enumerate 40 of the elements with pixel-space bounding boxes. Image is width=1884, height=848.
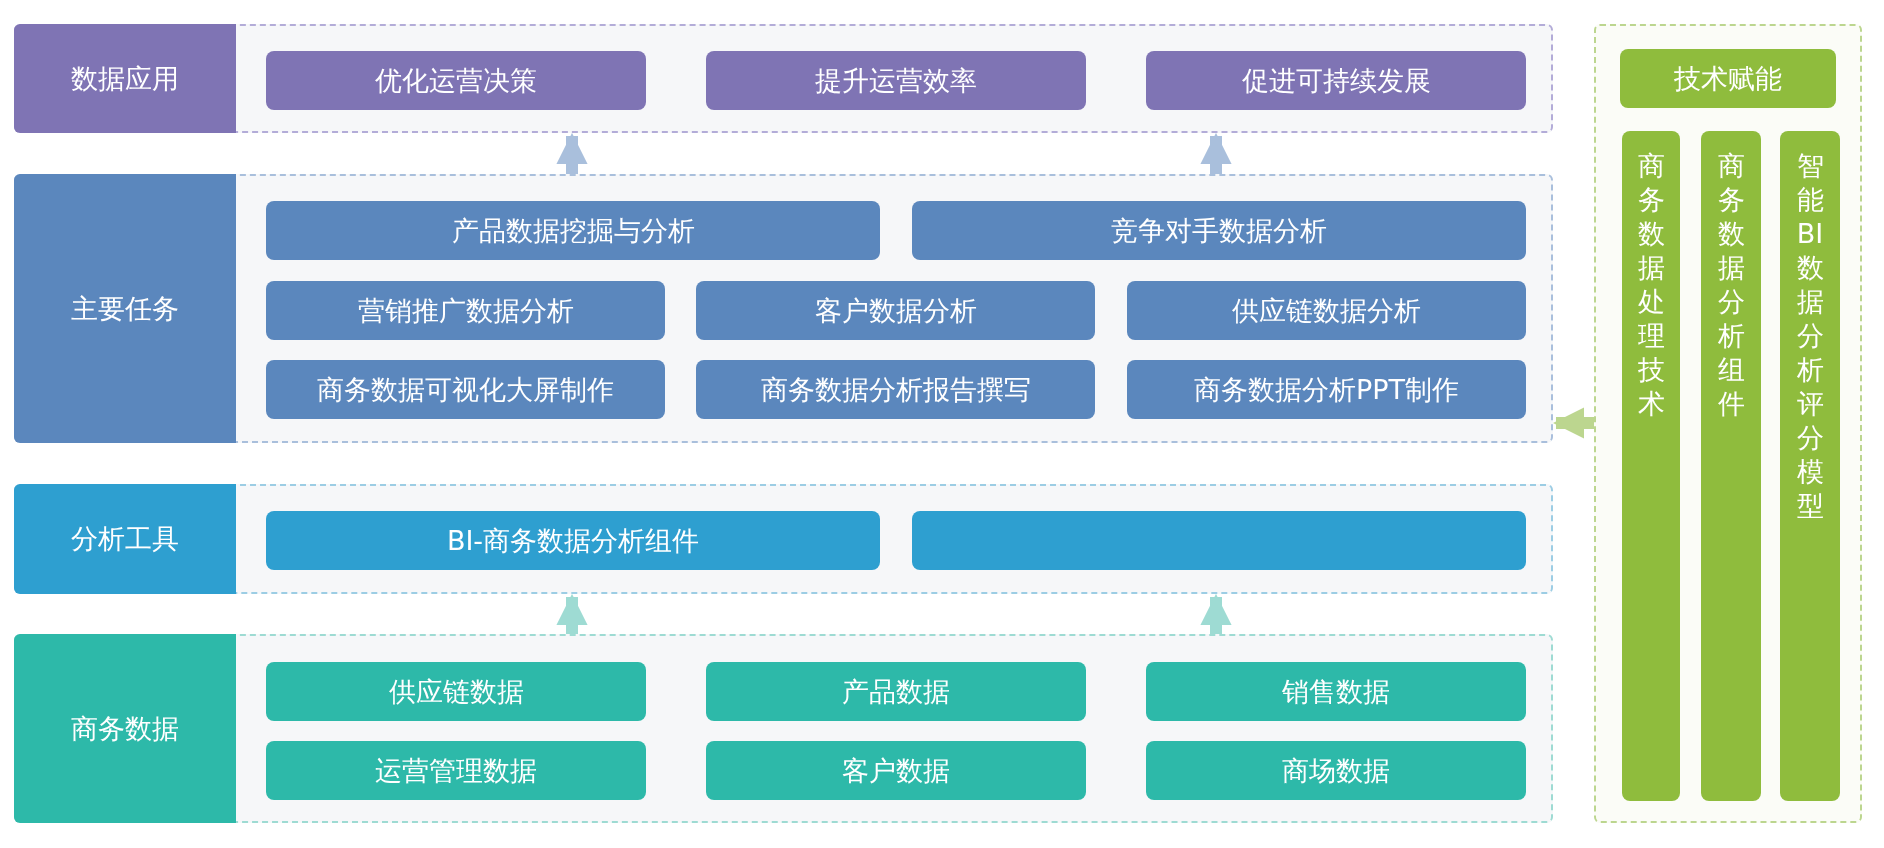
layer-panel [14,484,1553,594]
panel-heading: 技术赋能 [1620,49,1836,108]
item-box: 营销推广数据分析 [266,281,665,340]
arrow [556,593,588,634]
item-box: 供应链数据分析 [1127,281,1526,340]
item-box: 竞争对手数据分析 [912,201,1526,260]
item-box: 客户数据分析 [696,281,1095,340]
bar-label: 智能BI数据分析评分模型 [1795,149,1825,523]
item-box: 商务数据分析报告撰写 [696,360,1095,419]
layer-label: 商务数据 [14,634,236,823]
side-panel [1594,24,1862,823]
item-box: 提升运营效率 [706,51,1086,110]
technology-bar [1780,131,1840,801]
item-box: 销售数据 [1146,662,1526,721]
layer-panel [14,634,1553,823]
layer-label: 数据应用 [14,24,236,133]
layer-panel [14,24,1553,133]
layer-label: 分析工具 [14,484,236,594]
item-box: 运营管理数据 [266,741,646,800]
layer-panel [14,174,1553,443]
item-box: BI-商务数据分析组件 [266,511,880,570]
item-box: 产品数据 [706,662,1086,721]
bar-label: 商务数据分析组件 [1716,149,1746,421]
item-box: 产品数据挖掘与分析 [266,201,880,260]
item-box: 商场数据 [1146,741,1526,800]
bar-label: 商务数据处理技术 [1636,149,1666,421]
empty-box [912,511,1526,570]
technology-bar [1622,131,1680,801]
arrow [1552,407,1594,439]
layer-label: 主要任务 [14,174,236,443]
item-box: 供应链数据 [266,662,646,721]
item-box: 促进可持续发展 [1146,51,1526,110]
technology-bar [1701,131,1761,801]
item-box: 商务数据分析PPT制作 [1127,360,1526,419]
arrow [556,132,588,174]
arrow [1200,132,1232,174]
item-box: 优化运营决策 [266,51,646,110]
item-box: 客户数据 [706,741,1086,800]
arrow [1200,593,1232,634]
item-box: 商务数据可视化大屏制作 [266,360,665,419]
